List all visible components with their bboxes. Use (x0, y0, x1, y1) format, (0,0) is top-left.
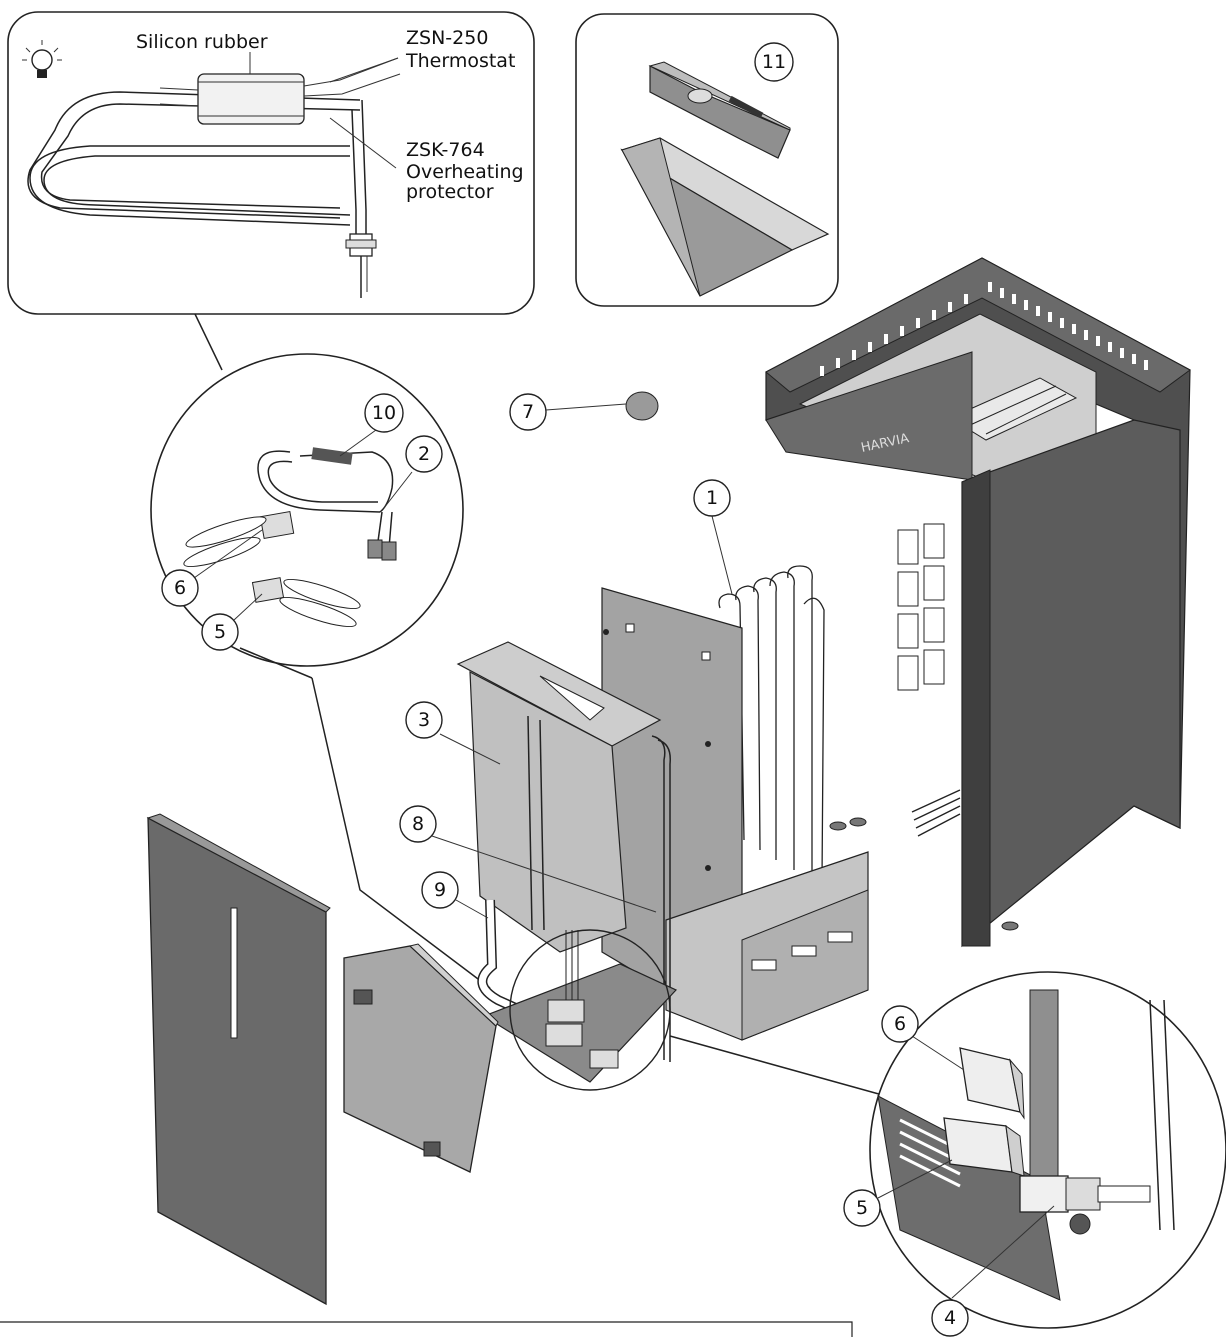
callout-5-top: 5 (201, 593, 263, 651)
inner-mesh (897, 523, 945, 691)
water-container (456, 641, 671, 1062)
front-door-panel (146, 813, 331, 1306)
callout-6-top: 6 (161, 529, 263, 607)
water-reservoir-inset (575, 13, 839, 307)
element-detail-circle (150, 353, 464, 667)
callout-6-bottom-label: 6 (894, 1013, 906, 1035)
callout-8: 8 (399, 805, 657, 913)
callout-7-label: 7 (522, 401, 534, 423)
callout-7: 7 (509, 391, 659, 431)
callout-4: 4 (931, 1205, 1055, 1337)
callout-4-label: 4 (944, 1307, 956, 1329)
callout-1-label: 1 (706, 487, 718, 509)
callout-5-bottom: 5 (843, 1159, 953, 1227)
heating-element-drawing (27, 57, 401, 298)
label-protector-model: ZSK-764 (406, 139, 485, 161)
label-thermostat-model: ZSN-250 (406, 27, 488, 49)
label-thermostat: Thermostat (405, 50, 515, 72)
heater-cabinet: HARVIA (765, 257, 1191, 948)
lightbulb-icon (22, 40, 62, 78)
callout-9-label: 9 (434, 879, 446, 901)
label-protector-line2: protector (406, 181, 494, 203)
top-rim-slots (820, 282, 1148, 376)
relay-detail-circle (869, 971, 1226, 1329)
callout-10: 10 (339, 393, 404, 457)
callout-10-label: 10 (372, 402, 396, 424)
label-silicon-rubber: Silicon rubber (136, 31, 268, 53)
heating-element-inset: Silicon rubber ZSN-250 Thermostat ZSK-76… (7, 11, 535, 315)
callout-6-bottom: 6 (881, 1005, 965, 1071)
callout-11-label: 11 (762, 51, 786, 73)
callout-5-bottom-label: 5 (856, 1197, 868, 1219)
base-box (665, 851, 869, 1041)
callout-1: 1 (693, 479, 733, 595)
callout-3-label: 3 (418, 709, 430, 731)
control-cover (343, 943, 499, 1173)
callout-6-top-label: 6 (174, 577, 186, 599)
callout-5-top-label: 5 (214, 621, 226, 643)
callout-9: 9 (421, 871, 489, 919)
callout-11: 11 (754, 42, 794, 82)
callout-2: 2 (383, 435, 443, 509)
electronics-base (482, 929, 678, 1091)
callout-3: 3 (405, 701, 501, 765)
callout-8-label: 8 (412, 813, 424, 835)
label-protector-line1: Overheating (406, 161, 524, 183)
stone-grate (948, 377, 1078, 441)
table-frame-edge (0, 1321, 853, 1337)
callout-2-label: 2 (418, 443, 430, 465)
